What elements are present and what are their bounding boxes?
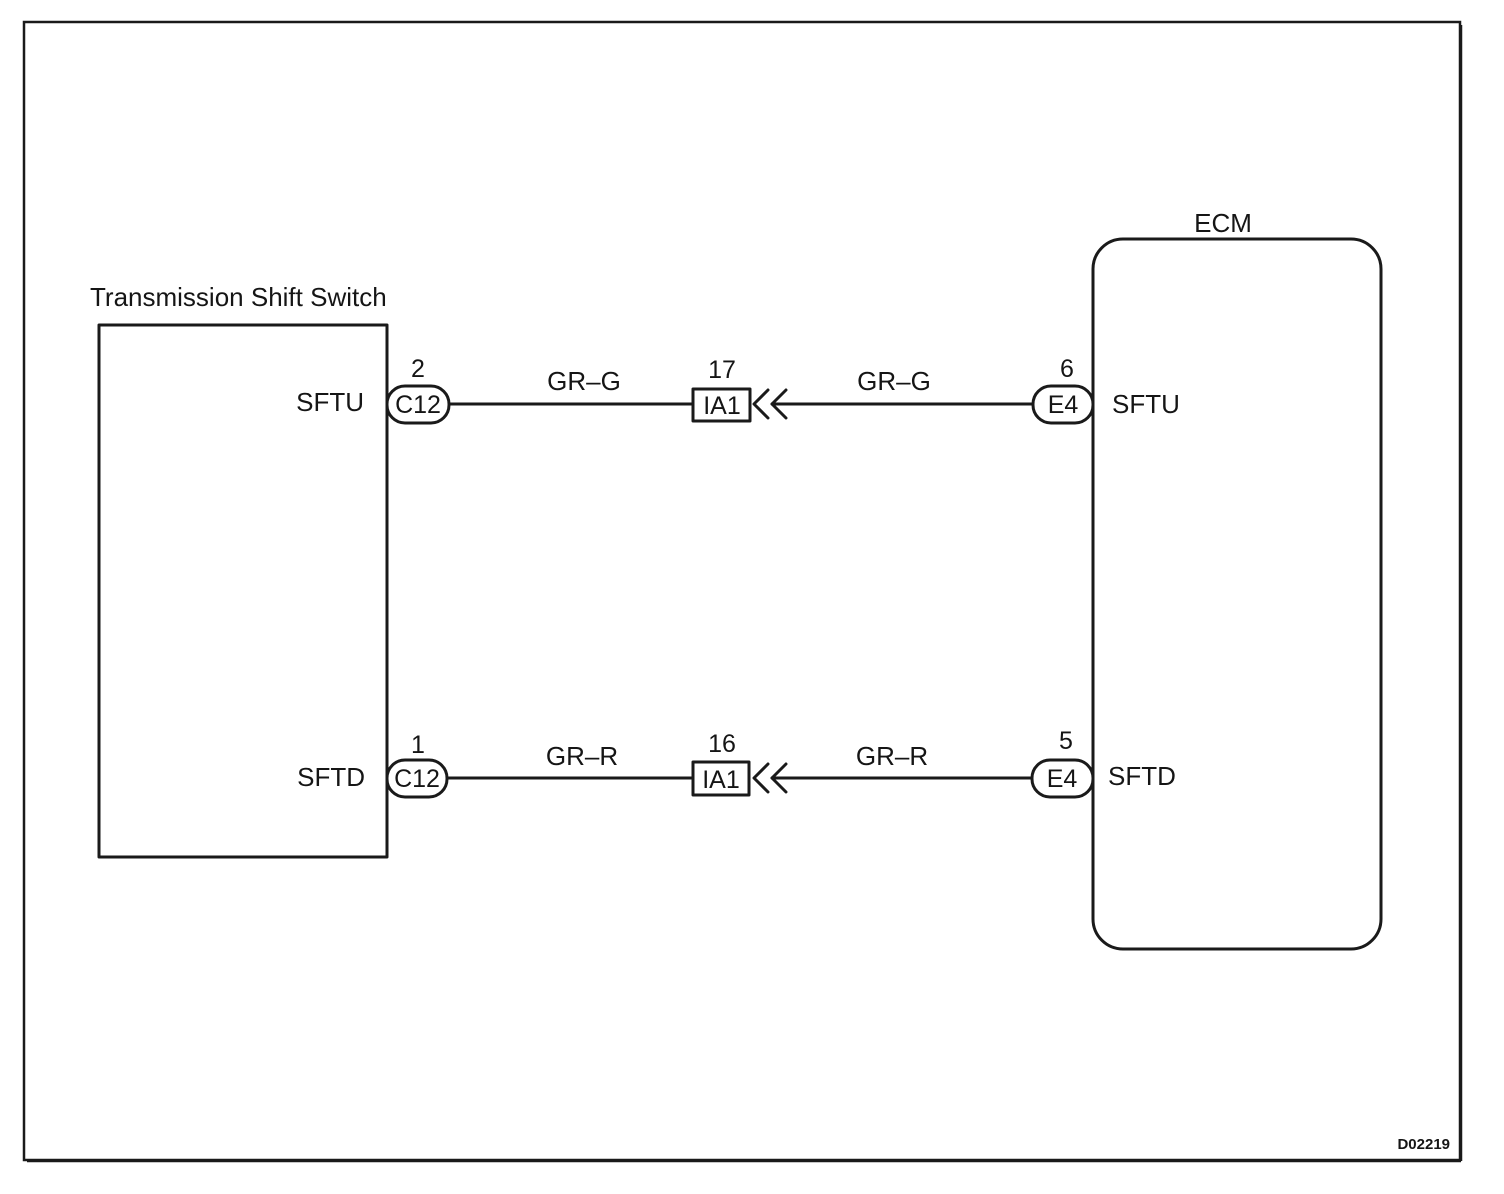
ecm-connector-code: E4	[1047, 765, 1078, 793]
junction-pin-number: 16	[708, 730, 736, 758]
junction-connector	[691, 760, 751, 797]
ecm-pin-number: 5	[1059, 727, 1073, 755]
switch-connector-code: C12	[395, 391, 441, 419]
wire-color-label: GR–G	[857, 366, 931, 396]
switch-box	[97, 323, 389, 859]
ecm-label: ECM	[1194, 208, 1252, 238]
diagram-frame	[22, 20, 1463, 1163]
switch-label: Transmission Shift Switch	[90, 282, 387, 312]
wire-color-label: GR–G	[547, 366, 621, 396]
circuit-sftu: SFTU 2 C12 GR–G 17 IA1 GR–G 6 E4 SFTU	[296, 355, 1180, 425]
ecm-terminal-sftu: SFTU	[1112, 389, 1180, 419]
ecm-connector	[1030, 758, 1095, 799]
switch-connector-code: C12	[394, 765, 440, 793]
junction-connector-code: IA1	[702, 766, 740, 794]
switch-pin-number: 1	[411, 731, 425, 759]
switch-terminal-sftd: SFTD	[297, 762, 365, 792]
circuit-sftd: SFTD 1 C12 GR–R 16 IA1 GR–R 5 E4 SFTD	[297, 727, 1176, 799]
wire-color-label: GR–R	[546, 741, 618, 771]
ecm-connector	[1031, 384, 1095, 425]
ecm-pin-number: 6	[1060, 355, 1074, 383]
switch-pin-number: 2	[411, 355, 425, 383]
switch-terminal-sftu: SFTU	[296, 387, 364, 417]
junction-pin-number: 17	[708, 356, 736, 384]
junction-connector	[691, 387, 752, 423]
ecm-box	[1091, 237, 1383, 951]
ecm-connector-code: E4	[1048, 391, 1079, 419]
ecm-terminal-sftd: SFTD	[1108, 761, 1176, 791]
figure-id: D02219	[1397, 1136, 1450, 1153]
junction-connector-code: IA1	[703, 392, 741, 420]
wire-color-label: GR–R	[856, 741, 928, 771]
